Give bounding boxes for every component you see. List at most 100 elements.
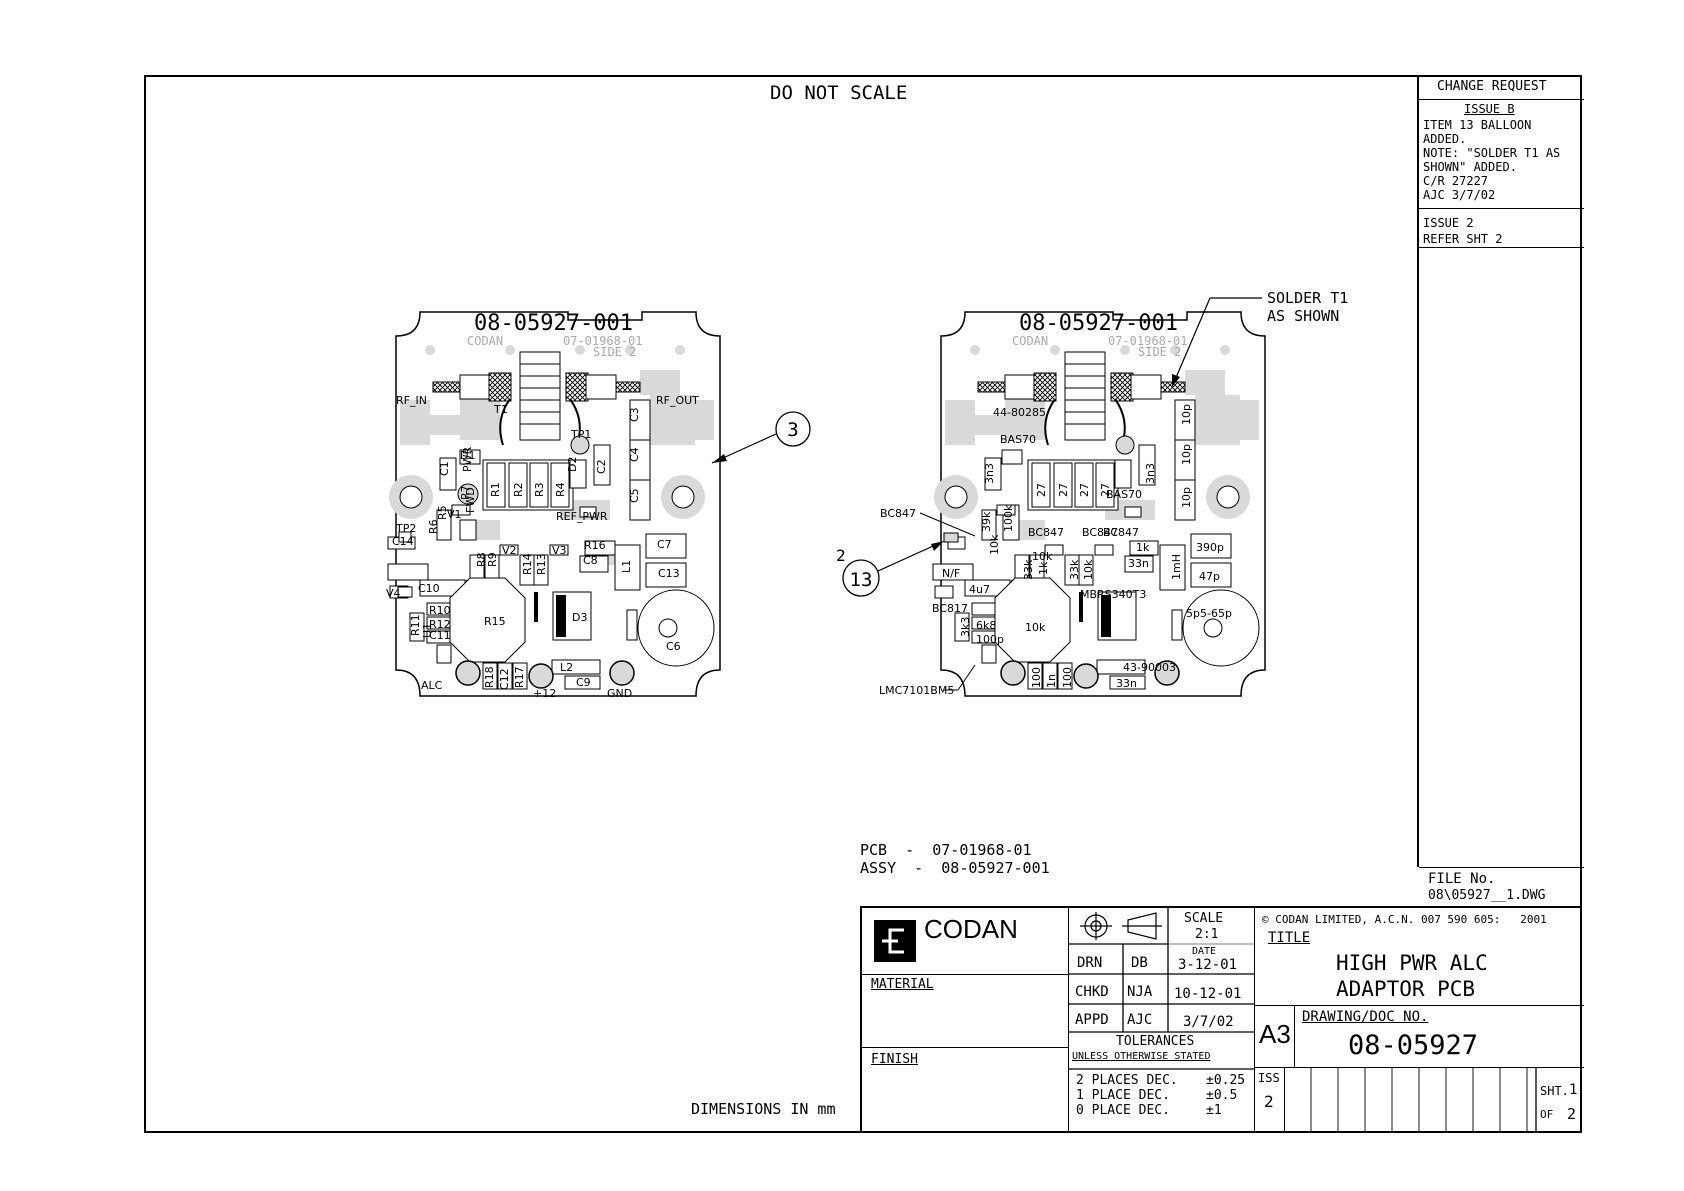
left-board-component-label: L2 [560,661,573,674]
appd-date: 3/7/02 [1183,1014,1234,1030]
right-board-component-label: 1n [1045,674,1058,688]
left-board-component-label: C14 [392,535,414,548]
right-board-component-label: BC847 [1028,526,1064,539]
left-board-component-label: FWD [464,487,477,513]
left-board-component-label: C7 [657,538,672,551]
right-board-component-label: 390p [1196,541,1224,554]
left-board-component-label: R5 [436,505,449,520]
r15-octagon [994,577,1071,663]
left-board-component-label: RF_OUT [656,394,699,407]
right-board-assembly-number: 08-05927-001 [1019,311,1178,336]
left-board-component-label: R8 [475,552,488,567]
drawing-frame [144,75,1582,1133]
left-board-assembly-number: 08-05927-001 [474,311,633,336]
left-board-component-label: R16 [584,539,606,552]
left-board-component-label: PWR [461,446,474,472]
tolerance-row-value: ±0.5 [1206,1088,1238,1103]
lmc7101-callout: LMC7101BM5 [879,664,976,697]
right-board-component-label: 4u7 [969,583,990,596]
right-board-component-label: 10p [1180,487,1193,508]
right-board-silk-codan: CODAN [1012,334,1048,348]
left-board-silk-pcb: 07-01968-01 [563,334,642,348]
appd-label: APPD [1075,1012,1109,1028]
finish-label: FINISH [871,1052,918,1067]
issue-b-line: SHOWN" ADDED. [1423,160,1517,174]
pcb-left: 08-05927-001 CODAN 07-01968-01 SIDE 2 RF… [386,311,721,700]
left-board-component-label: C4 [628,447,641,462]
right-board-component-label: 44-80285 [993,406,1046,419]
lmc7101-callout-label: LMC7101BM5 [879,684,954,697]
left-board-component-label: C9 [576,676,591,689]
right-board-component-label: 10k [988,534,1001,555]
left-board-component-label: C13 [658,567,680,580]
solder-t1-callout: SOLDER T1 AS SHOWN [1172,289,1348,387]
left-board-component-label: L1 [620,560,633,573]
issue-b-line: ITEM 13 BALLOON [1423,118,1532,132]
right-board-component-label: 3n3 [1144,463,1157,484]
change-request-panel: CHANGE REQUEST ISSUE B ITEM 13 BALLOON A… [1417,75,1584,868]
right-board-component-label: 47p [1199,570,1220,583]
left-board-component-label: C2 [595,459,608,474]
right-board-component-label: 10k [1025,621,1046,634]
left-board-component-label: R1 [489,482,502,497]
dimensions-note: DIMENSIONS IN mm [691,1100,836,1118]
right-board-component-label: 3k3 [959,617,972,637]
tolerances-subtitle: UNLESS OTHERWISE STATED [1072,1051,1211,1062]
issue-2-notes: ISSUE 2 REFER SHT 2 [1423,215,1502,247]
sheet-size: A3 [1259,1019,1291,1049]
balloon-13: 13 2 [836,541,944,597]
approvals-grid [1068,908,1254,1070]
file-no-value: 08\05927__1.DWG [1428,888,1546,903]
chkd-date: 10-12-01 [1174,986,1242,1002]
right-board-component-label: 1k [1037,561,1050,575]
company-name: CODAN [924,914,1018,944]
right-board-component-label: N/F [942,567,960,580]
right-board-component-label: BC817 [932,602,968,615]
of-value: 2 [1567,1105,1577,1123]
balloon-13-label: 13 [850,569,873,591]
title-line-1: HIGH PWR ALC [1336,951,1488,975]
right-board-component-label: 100 [1061,667,1074,688]
assy-number: ASSY - 08-05927-001 [860,859,1050,877]
tolerance-row-label: 0 PLACE DEC. [1076,1103,1170,1118]
left-board-component-label: V2 [502,544,517,557]
right-board-component-label: 33n [1128,557,1149,570]
pcb-right: 08-05927-001 CODAN 07-01968-01 SIDE 2 44… [932,311,1266,697]
left-board-component-label: C5 [628,488,641,503]
tolerance-rows: 2 PLACES DEC.±0.25 1 PLACE DEC.±0.5 0 PL… [1076,1073,1245,1118]
left-board-component-label: GND [607,687,632,700]
left-board-component-label: R7 [459,485,472,500]
left-board-component-label: R6 [427,519,440,534]
tolerance-row-label: 2 PLACES DEC. [1076,1073,1178,1088]
scale-label: SCALE [1184,911,1224,926]
iss-label: ISS [1258,1071,1280,1085]
chkd-by: NJA [1127,984,1153,1000]
r15-octagon [449,577,526,663]
right-board-silk-side: SIDE 2 [1138,345,1181,359]
right-board-component-label: MBRS340T3 [1080,588,1146,601]
tolerance-row: 0 PLACE DEC.±1 [1076,1103,1245,1118]
right-board-component-label: 27 [1057,483,1070,497]
codan-logo-mark-icon [882,928,904,954]
right-board-component-label: 33n [1116,677,1137,690]
right-board-component-label: 100k [1002,504,1015,532]
right-board-component-label: 10k [1082,559,1095,580]
right-board-component-label: BC847 [1082,526,1118,539]
left-board-component-label: C11 [429,629,451,642]
left-board-component-label: C6 [666,640,681,653]
left-board-component-label: R10 [429,604,451,617]
tolerance-row: 1 PLACE DEC.±0.5 [1076,1088,1245,1103]
right-board-component-label: 5p5-65p [1186,607,1232,620]
right-board-component-label: 27 [1099,483,1112,497]
left-board-component-label: R3 [533,482,546,497]
left-board-component-label: C10 [418,582,440,595]
bc847-callout-label: BC847 [880,507,916,520]
right-board-component-label: 6k8 [976,619,996,632]
left-board-component-label: R13 [535,553,548,575]
left-board-component-label: D2 [566,457,579,472]
solder-note-line-1: SOLDER T1 [1267,289,1348,307]
drn-by: DB [1131,955,1148,971]
left-board-component-label: R18 [483,666,496,688]
